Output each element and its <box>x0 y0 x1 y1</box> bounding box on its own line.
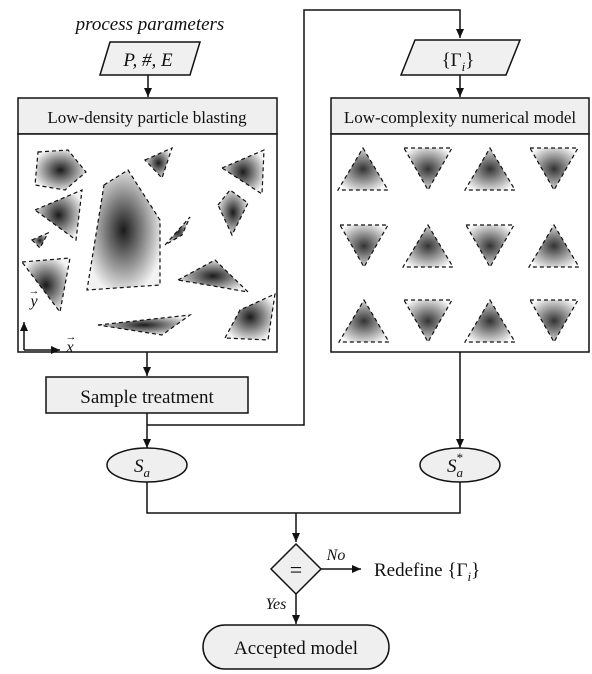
accepted-model-label: Accepted model <box>234 638 358 659</box>
triangle-down <box>402 147 454 192</box>
triangle-up <box>336 146 390 191</box>
particle-shape <box>34 149 87 191</box>
triangle-down <box>402 299 454 344</box>
triangle-down <box>528 299 580 344</box>
particle-shape <box>164 216 191 246</box>
particle-shape <box>217 189 249 237</box>
left-panel-header <box>17 97 278 135</box>
triangle-down <box>528 147 580 192</box>
connector-to-gamma <box>147 9 464 426</box>
triangle-up <box>463 146 517 191</box>
input-params-text: P, #, E <box>122 50 173 71</box>
y-axis-arrow-mark: → <box>29 285 40 297</box>
sample-treatment-label: Sample treatment <box>80 387 214 408</box>
particle-shape <box>20 257 71 314</box>
particle-shape <box>143 146 173 180</box>
triangle-up <box>401 223 455 268</box>
yes-label: Yes <box>266 596 287 613</box>
sample-treatment-box <box>45 376 249 414</box>
x-axis-label: x <box>65 339 73 356</box>
accepted-model-node <box>202 624 390 670</box>
right-panel-title: Low-complexity numerical model <box>344 108 577 127</box>
particle-shape <box>97 314 193 336</box>
redefine-label: Redefine {Γi} <box>374 560 480 584</box>
triangle-down <box>338 224 390 269</box>
triangle-up <box>527 223 581 268</box>
no-label: No <box>326 547 346 564</box>
particle-shape <box>220 149 265 196</box>
sa-star-label: Sa* <box>447 450 464 480</box>
left-panel-title: Low-density particle blasting <box>47 108 247 127</box>
right-panel-header <box>330 97 590 135</box>
input-parallelogram-gamma <box>399 39 522 76</box>
particle-shape <box>33 189 83 242</box>
process-parameters-label: process parameters <box>74 14 225 35</box>
particle-shapes <box>20 146 276 341</box>
particle-shape <box>224 292 276 341</box>
sa-label: Sa <box>134 456 151 480</box>
x-axis-arrow-mark: → <box>66 331 77 343</box>
triangle-grid <box>336 146 581 344</box>
particle-shape <box>176 259 250 293</box>
triangle-down <box>464 224 516 269</box>
particle-shape <box>30 231 50 249</box>
triangle-up <box>463 298 517 343</box>
y-axis-label: y <box>28 293 38 310</box>
input-parallelogram-params <box>98 41 202 76</box>
connector-sa-join <box>146 482 461 514</box>
decision-symbol: = <box>290 557 302 582</box>
particle-shape <box>86 169 161 291</box>
gamma-input-text: {Γi} <box>442 50 475 74</box>
axes-indicator: y → x → <box>20 285 77 356</box>
triangle-up <box>337 298 391 343</box>
